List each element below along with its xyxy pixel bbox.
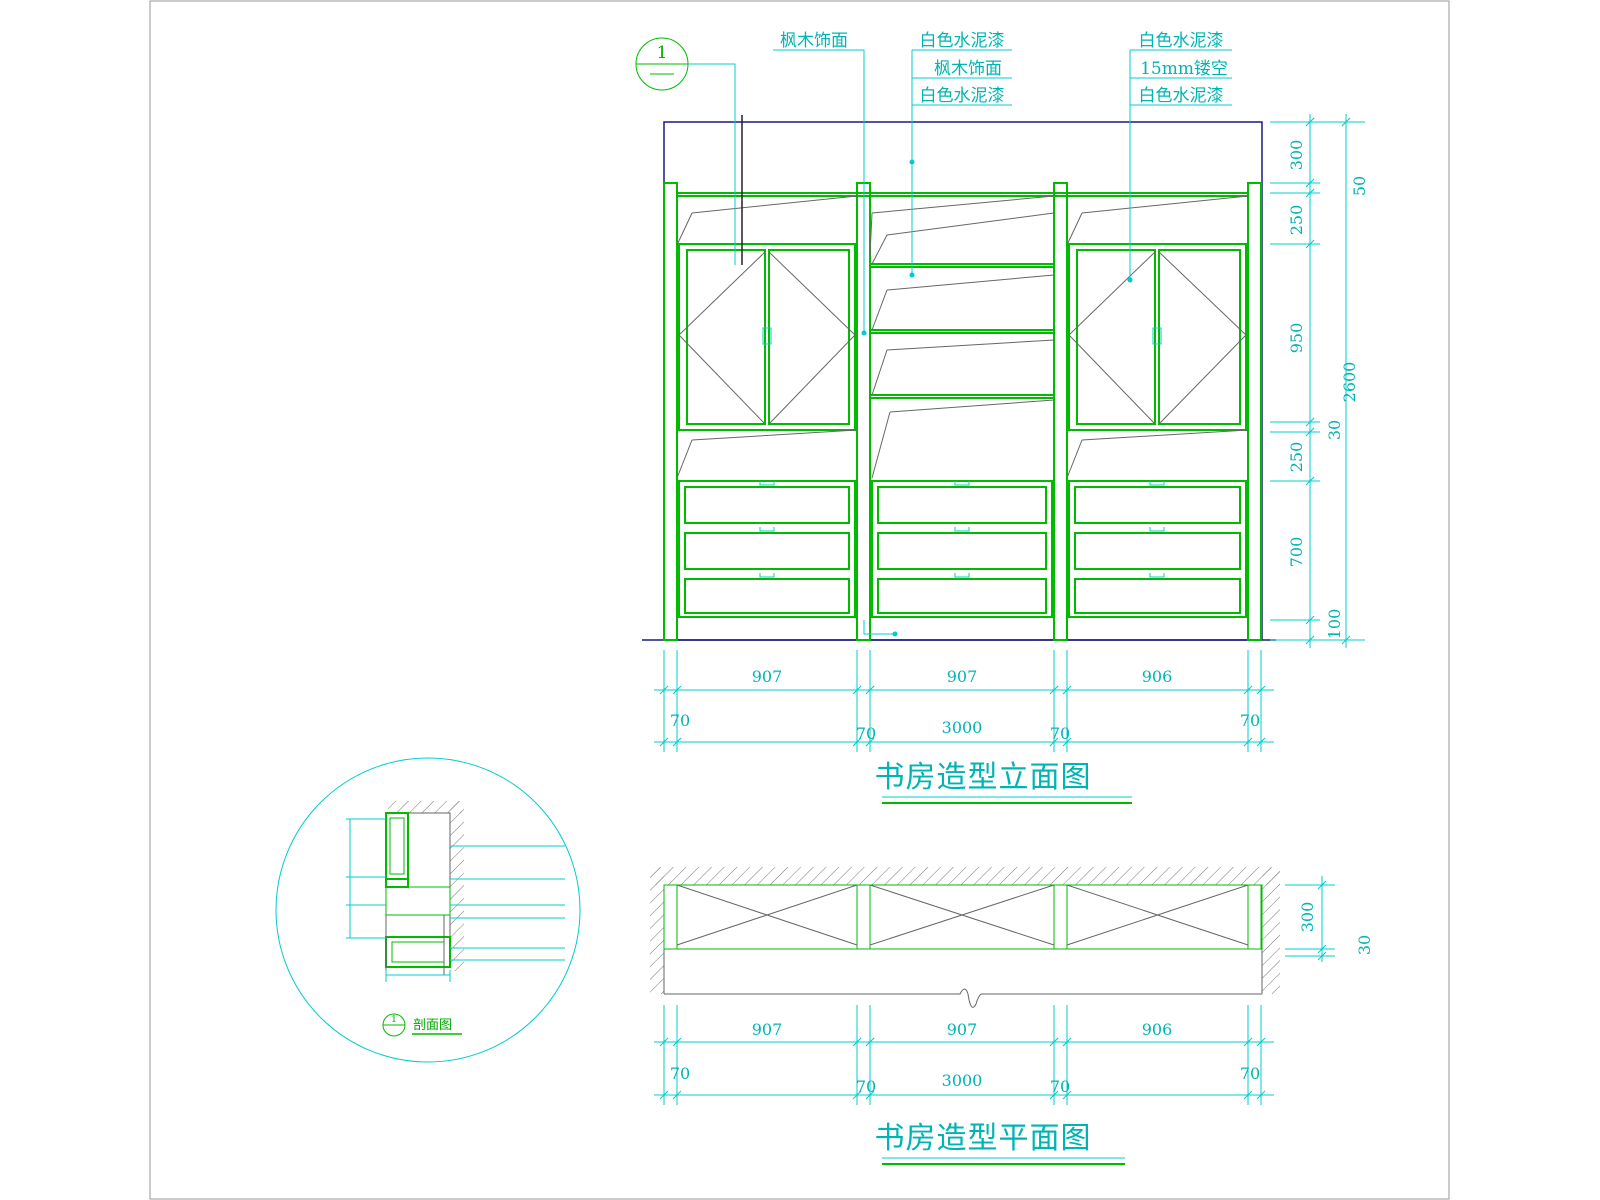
post-4 <box>1247 182 1262 641</box>
plan-depth-30: 30 <box>1355 935 1374 955</box>
center-shelves <box>869 212 1055 479</box>
plan-title: 书房造型平面图 <box>875 1121 1092 1156</box>
elevation-width-dimensions <box>654 650 1274 752</box>
label-maple-veneer-left: 枫木饰面 <box>780 31 848 51</box>
label-white-cement-1: 白色水泥漆 <box>920 31 1005 51</box>
top-shelf <box>676 192 1249 197</box>
elev-width-3: 906 <box>1142 667 1173 686</box>
label-white-cement-2: 白色水泥漆 <box>920 86 1005 106</box>
plan-wall-top <box>650 867 1280 885</box>
plan-post-4: 70 <box>1240 1064 1260 1083</box>
elev-height-250-mid: 250 <box>1287 442 1306 473</box>
plan-depth-dimensions <box>1285 876 1335 962</box>
plan-total: 3000 <box>942 1071 983 1090</box>
plan-width-dimensions <box>654 1005 1274 1105</box>
elev-height-100: 100 <box>1325 609 1344 640</box>
detail-note-leaders <box>450 845 565 961</box>
elev-height-700: 700 <box>1287 537 1306 568</box>
label-hollow-15mm: 15mm镂空 <box>1140 59 1228 79</box>
drawer-bank <box>678 480 1247 618</box>
detail-title: 剖面图 <box>413 1018 452 1033</box>
detail-wall-hatch-side <box>450 801 464 971</box>
elev-post-1: 70 <box>670 711 690 730</box>
left-cabinet-doors <box>678 243 856 431</box>
right-cabinet-doors <box>1068 243 1247 431</box>
plan-post-3: 70 <box>1050 1077 1070 1096</box>
plan-depth-300: 300 <box>1298 902 1317 933</box>
elev-post-2: 70 <box>856 724 876 743</box>
elev-width-2: 907 <box>947 667 978 686</box>
post-3 <box>1053 182 1068 641</box>
elev-height-30: 30 <box>1325 420 1344 440</box>
elev-height-950: 950 <box>1287 323 1306 354</box>
leader-lines <box>773 49 1232 637</box>
plan-wall-left <box>650 867 664 994</box>
elev-post-4: 70 <box>1240 711 1260 730</box>
post-1 <box>663 182 678 641</box>
elev-total: 3000 <box>942 718 983 737</box>
detail-boundary-circle <box>275 757 581 1063</box>
section-detail: 1 剖面图 <box>275 757 581 1063</box>
plan-post-1: 70 <box>670 1064 690 1083</box>
elev-width-1: 907 <box>752 667 783 686</box>
elev-height-300: 300 <box>1287 140 1306 171</box>
label-maple-veneer-center: 枫木饰面 <box>934 59 1002 79</box>
sheet-border <box>149 0 1450 1200</box>
plan-width-1: 907 <box>752 1020 783 1039</box>
elev-height-50: 50 <box>1350 176 1369 196</box>
plan-cabinet <box>663 884 1263 950</box>
plan-width-3: 906 <box>1142 1020 1173 1039</box>
wall-outline <box>663 121 1263 641</box>
plan-wall-right <box>1262 867 1280 994</box>
plan-width-2: 907 <box>947 1020 978 1039</box>
elevation-view: 1 枫木饰面 白色水泥漆 枫木饰面 白色水泥漆 白色水 <box>635 31 1369 804</box>
detail-wall-hatch-top <box>388 801 462 813</box>
elevation-height-dimensions <box>1270 114 1365 648</box>
elevation-title: 书房造型立面图 <box>875 760 1092 795</box>
elev-height-2600: 2600 <box>1340 362 1359 403</box>
plan-post-2: 70 <box>856 1077 876 1096</box>
section-marker-number: 1 <box>657 43 668 63</box>
elev-post-3: 70 <box>1050 724 1070 743</box>
detail-marker-number: 1 <box>391 1015 397 1025</box>
elev-height-250-top: 250 <box>1287 205 1306 236</box>
label-white-cement-3: 白色水泥漆 <box>1139 31 1224 51</box>
label-white-cement-4: 白色水泥漆 <box>1139 86 1224 106</box>
section-marker: 1 <box>635 37 743 265</box>
plan-view: 907 907 906 70 70 3000 70 70 300 30 书房造型… <box>650 867 1374 1165</box>
